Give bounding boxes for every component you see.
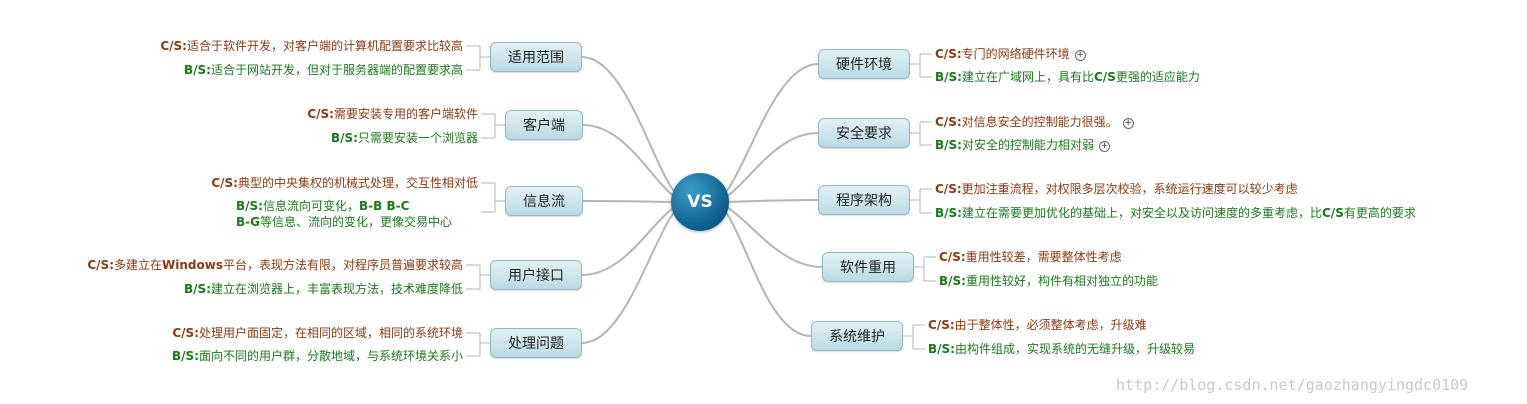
bracket-left-4 [466, 332, 490, 357]
connector-right-0 [711, 63, 819, 203]
expand-plus-icon[interactable]: + [1074, 50, 1086, 61]
bracket-left-2 [481, 182, 505, 213]
connector-left-0 [581, 56, 689, 203]
leaf-user-interface-bs: B/S:建立在浏览器上，丰富表现方法，技术难度降低 [184, 282, 463, 296]
bracket-right-4 [903, 324, 925, 350]
leaf-reuse-cs: C/S:重用性较差，需要整体性考虑 [939, 250, 1122, 264]
node-info-flow[interactable]: 信息流 [505, 186, 583, 216]
leaf-scope-cs: C/S:适合于软件开发，对客户端的计算机配置要求比较高 [160, 39, 463, 53]
bracket-right-3 [914, 256, 936, 282]
leaf-hardware-cs: C/S:专门的网络硬件环境+ [935, 47, 1086, 61]
bracket-left-3 [466, 264, 490, 290]
connector-right-3 [711, 201, 823, 268]
leaf-security-cs: C/S:对信息安全的控制能力很强。+ [935, 115, 1134, 129]
connector-right-4 [711, 201, 812, 337]
bracket-right-1 [910, 121, 932, 146]
node-user-interface[interactable]: 用户接口 [490, 260, 582, 290]
leaf-security-bs: B/S:对安全的控制能力相对弱+ [935, 138, 1110, 152]
leaf-problem-cs: C/S:处理用户面固定，在相同的区域，相同的系统环境 [172, 326, 463, 340]
leaf-info-flow-bs: B/S:信息流向可变化，B-B B-C B-G等信息、流向的变化，更像交易中心 [236, 199, 452, 229]
leaf-maintenance-cs: C/S:由于整体性，必须整体考虑，升级难 [928, 318, 1147, 332]
leaf-maintenance-bs: B/S:由构件组成，实现系统的无缝升级，升级较易 [928, 342, 1195, 356]
node-security[interactable]: 安全要求 [818, 118, 910, 148]
bracket-right-2 [910, 188, 932, 214]
center-vs-node[interactable]: VS [671, 173, 729, 231]
expand-plus-icon[interactable]: + [1099, 141, 1110, 152]
connector-right-1 [711, 132, 819, 203]
leaf-client-cs: C/S:需要安装专用的客户端软件 [307, 107, 478, 121]
watermark-url: http://blog.csdn.net/gaozhangyingdc0109 [1116, 376, 1469, 394]
node-problem-handling[interactable]: 处理问题 [490, 328, 582, 358]
leaf-user-interface-cs: C/S:多建立在Windows平台，表现方法有限，对程序员普遍要求较高 [87, 258, 463, 272]
leaf-hardware-bs: B/S:建立在广域网上，具有比C/S更强的适应能力 [935, 70, 1200, 84]
connector-left-3 [581, 201, 689, 276]
node-architecture[interactable]: 程序架构 [818, 185, 910, 215]
bracket-right-0 [910, 53, 932, 78]
node-client[interactable]: 客户端 [505, 110, 583, 140]
node-maintenance[interactable]: 系统维护 [811, 321, 903, 351]
expand-plus-icon[interactable]: + [1122, 118, 1134, 129]
leaf-problem-bs: B/S:面向不同的用户群，分散地域，与系统环境关系小 [172, 349, 463, 363]
bracket-left-1 [481, 113, 505, 139]
node-reuse[interactable]: 软件重用 [822, 252, 914, 282]
node-scope[interactable]: 适用范围 [490, 42, 582, 72]
leaf-client-bs: B/S:只需要安装一个浏览器 [331, 131, 478, 145]
leaf-reuse-bs: B/S:重用性较好，构件有相对独立的功能 [939, 274, 1158, 288]
leaf-architecture-cs: C/S:更加注重流程，对权限多层次校验，系统运行速度可以较少考虑 [935, 182, 1298, 196]
leaf-info-flow-cs: C/S:典型的中央集权的机械式处理，交互性相对低 [211, 176, 478, 190]
leaf-scope-bs: B/S:适合于网站开发，但对于服务器端的配置要求高 [184, 63, 463, 77]
node-hardware[interactable]: 硬件环境 [818, 49, 910, 79]
leaf-architecture-bs: B/S:建立在需要更加优化的基础上，对安全以及访问速度的多重考虑，比C/S有更高… [935, 206, 1416, 220]
bracket-left-0 [466, 45, 490, 71]
